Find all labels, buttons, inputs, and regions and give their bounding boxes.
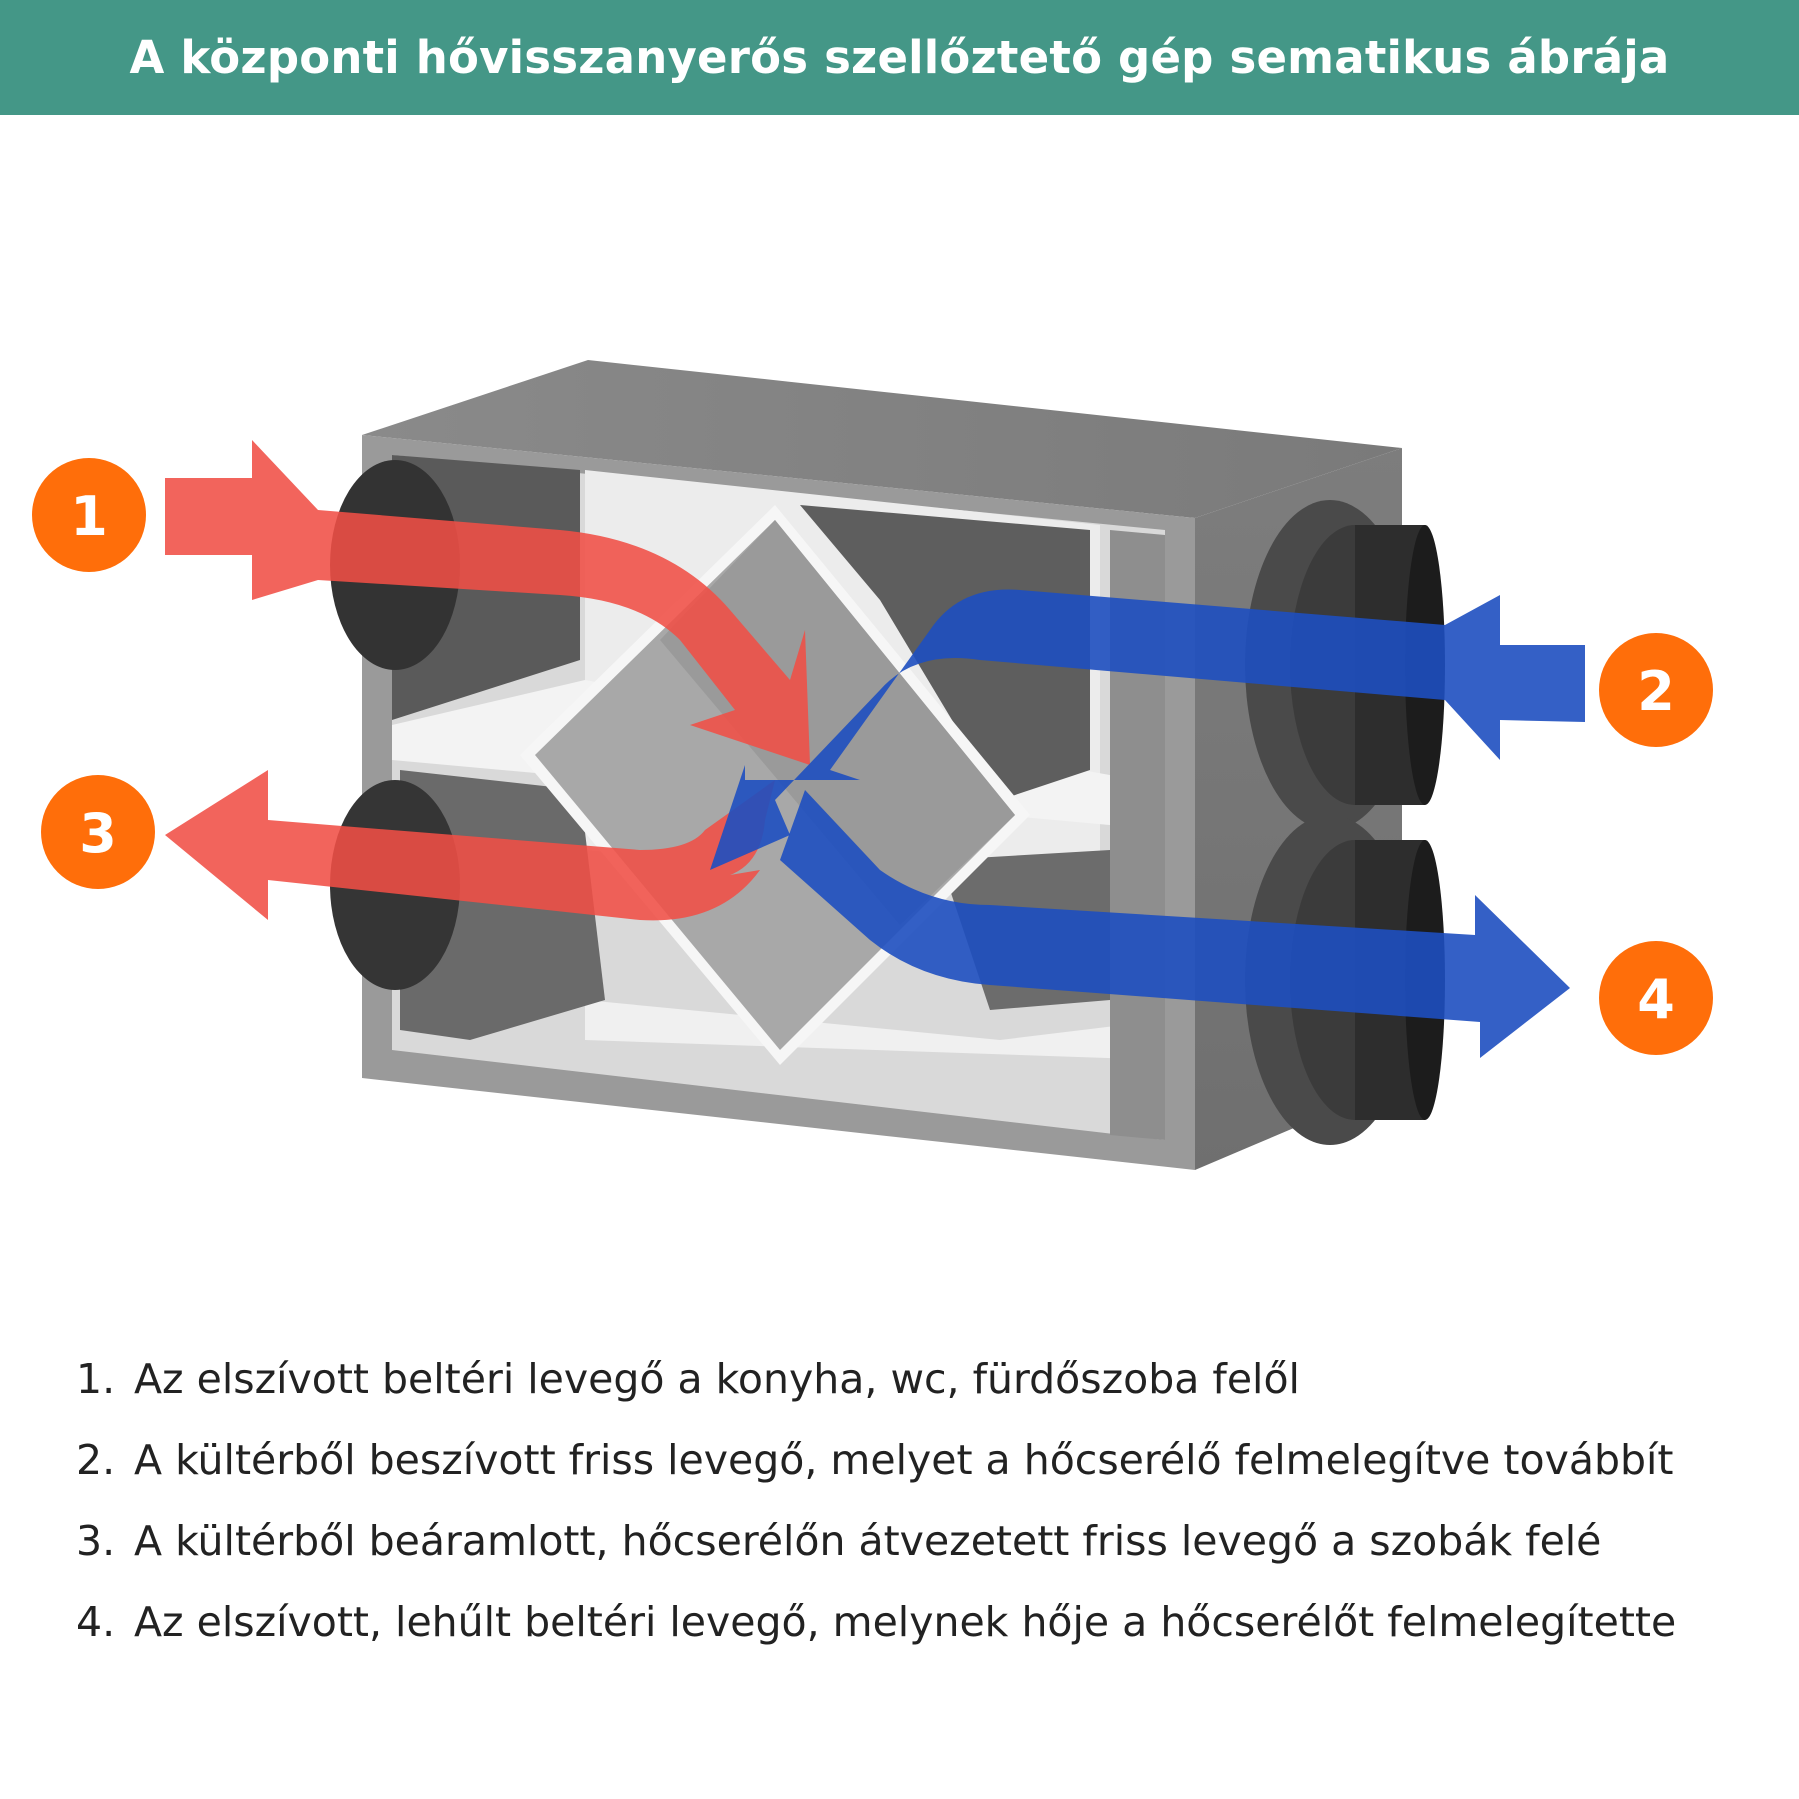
flow-arrow-4 bbox=[780, 790, 1570, 1058]
flow-arrow-1 bbox=[165, 440, 810, 765]
svg-text:2: 2 bbox=[1637, 660, 1675, 723]
header-bar: A központi hővisszanyerős szellőztető gé… bbox=[0, 0, 1799, 115]
badge-1: 1 bbox=[32, 458, 146, 572]
badge-3: 3 bbox=[41, 775, 155, 889]
flow-arrow-2 bbox=[710, 589, 1585, 870]
legend-item-4: 4. Az elszívott, lehűlt beltéri levegő, … bbox=[76, 1598, 1676, 1679]
legend-text: A kültérből beszívott friss levegő, mely… bbox=[134, 1436, 1674, 1484]
casing-top bbox=[362, 360, 1402, 518]
ventilation-unit-illustration: 1 2 3 4 bbox=[32, 360, 1713, 1170]
badge-4: 4 bbox=[1599, 941, 1713, 1055]
legend-item-3: 3. A kültérből beáramlott, hőcserélőn át… bbox=[76, 1517, 1676, 1598]
badge-2: 2 bbox=[1599, 633, 1713, 747]
heat-exchanger-shade bbox=[660, 520, 1015, 925]
flow-arrow-3 bbox=[165, 770, 775, 921]
legend-number: 4. bbox=[76, 1598, 116, 1646]
ventilation-diagram: 1 2 3 4 bbox=[0, 115, 1799, 1295]
svg-text:4: 4 bbox=[1637, 968, 1675, 1031]
legend-number: 1. bbox=[76, 1355, 116, 1403]
legend-list: 1. Az elszívott beltéri levegő a konyha,… bbox=[76, 1355, 1676, 1679]
legend-item-2: 2. A kültérből beszívott friss levegő, m… bbox=[76, 1436, 1676, 1517]
legend-number: 3. bbox=[76, 1517, 116, 1565]
partition-lower bbox=[585, 1000, 1165, 1060]
legend-number: 2. bbox=[76, 1436, 116, 1484]
legend-text: Az elszívott beltéri levegő a konyha, wc… bbox=[134, 1355, 1300, 1403]
svg-text:3: 3 bbox=[79, 802, 117, 865]
legend-text: A kültérből beáramlott, hőcserélőn átvez… bbox=[134, 1517, 1602, 1565]
svg-text:1: 1 bbox=[70, 485, 108, 548]
diagram-title: A központi hővisszanyerős szellőztető gé… bbox=[129, 31, 1670, 84]
legend-item-1: 1. Az elszívott beltéri levegő a konyha,… bbox=[76, 1355, 1676, 1436]
legend-text: Az elszívott, lehűlt beltéri levegő, mel… bbox=[134, 1598, 1677, 1646]
